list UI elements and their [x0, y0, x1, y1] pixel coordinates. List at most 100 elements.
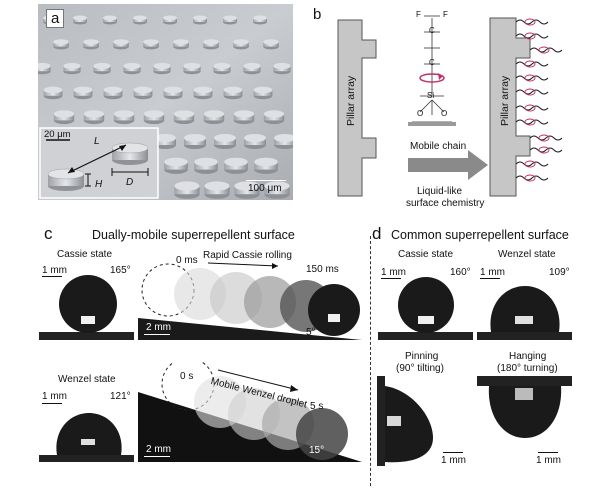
c-rolling-tilt: 5°: [306, 327, 316, 338]
dim-D-label: D: [126, 177, 134, 188]
c-mobile-t0: 0 s: [180, 371, 194, 382]
sem-pillar-top: [154, 134, 176, 142]
panel-divider: [370, 236, 371, 486]
dim-H-label: H: [95, 179, 103, 190]
sem-pillar-top: [133, 86, 153, 94]
c-mobile-image: [138, 362, 362, 462]
c-wenzel-image: [39, 387, 134, 462]
sem-pillar-top: [103, 15, 117, 21]
mobile-chain-line: [515, 75, 549, 81]
d-hanging-label-1: Hanging: [509, 351, 547, 362]
c-cassie-scale: 1 mm: [42, 265, 67, 276]
sem-pillar-top: [214, 134, 236, 142]
sem-pillar-top: [224, 157, 248, 167]
d-wenzel-angle: 109°: [549, 267, 570, 278]
sem-pillar-top: [243, 62, 261, 70]
mobile-chain-line: [515, 175, 549, 181]
c-wenzel-scale: 1 mm: [42, 391, 67, 402]
d-pinning-scale: 1 mm: [441, 455, 466, 466]
atom-C-1: C: [429, 26, 435, 35]
d-cassie-image: [378, 262, 473, 340]
d-wenzel-scale-bar: [480, 278, 500, 279]
chain-rotation-marker: [524, 160, 536, 168]
mobile-chain-line: [529, 135, 563, 141]
sem-pillar-top: [73, 86, 93, 94]
atom-O-2: O: [441, 109, 448, 118]
d-hanging-image: [477, 376, 572, 466]
sem-pillar-top: [153, 62, 171, 70]
panel-a-inset: [40, 128, 158, 198]
sem-pillar-top: [173, 39, 189, 45]
d-wenzel-label: Wenzel state: [498, 249, 556, 260]
chain-rotation-marker: [538, 146, 550, 154]
sem-pillar-top: [234, 181, 260, 191]
sem-pillar-top: [83, 110, 105, 118]
d-hanging-scale: 1 mm: [536, 455, 561, 466]
panel-a-scale-label: 100 μm: [248, 183, 282, 194]
c-rolling-scale-bar: [144, 334, 170, 335]
d-wenzel-scale: 1 mm: [480, 267, 505, 278]
inset-pillars: [46, 139, 149, 191]
sem-pillar-top: [184, 134, 206, 142]
panel-d-title: Common superrepellent surface: [391, 228, 569, 242]
sem-pillar-top: [63, 62, 81, 70]
sem-pillar-top: [163, 86, 183, 94]
sem-pillar-top: [133, 15, 147, 21]
sem-pillar-top: [203, 110, 225, 118]
panel-a-scale-bar: [246, 180, 286, 181]
right-pillar-label: Pillar array: [499, 75, 511, 126]
sem-pillar-top: [83, 39, 99, 45]
c-rolling-label: Rapid Cassie rolling: [203, 250, 292, 261]
d-cassie-angle: 160°: [450, 267, 471, 278]
sem-pillar-top: [103, 86, 123, 94]
mobile-chain-line: [515, 161, 549, 167]
mobile-chain-line: [515, 89, 549, 95]
c-rolling-scale: 2 mm: [146, 322, 171, 333]
atom-Si: Si: [427, 91, 435, 100]
mobile-chain-line: [515, 119, 549, 125]
sem-pillar-top: [194, 157, 218, 167]
sem-pillar-top: [163, 15, 177, 21]
c-wenzel-scale-bar: [42, 403, 62, 404]
c-cassie-label: Cassie state: [57, 249, 113, 260]
c-rolling-t0: 0 ms: [176, 255, 198, 266]
panel-b-letter: b: [313, 6, 322, 23]
sem-pillar-top: [254, 157, 278, 167]
sem-pillar-top: [113, 110, 135, 118]
sem-pillar-top: [274, 134, 293, 142]
mobile-chain-line: [515, 33, 549, 39]
chain-rotation-marker: [524, 104, 536, 112]
panel-c-letter: c: [44, 224, 53, 243]
chain-rotation-marker: [524, 74, 536, 82]
chain-rotation-marker: [524, 32, 536, 40]
arrow-text-1: Liquid-like: [417, 186, 463, 197]
chain-rotation-marker: [524, 60, 536, 68]
atom-F-1: F: [416, 10, 421, 19]
c-cassie-angle: 165°: [110, 265, 131, 276]
dim-L-label: L: [94, 136, 100, 147]
c-rolling-image: [138, 246, 362, 340]
arrow-text-2: surface chemistry: [406, 198, 485, 209]
sem-pillar-top: [43, 86, 63, 94]
sem-pillar-top: [93, 62, 111, 70]
mobile-chain-line: [529, 147, 563, 153]
sem-pillar-top: [183, 62, 201, 70]
panel-d-letter: d: [372, 224, 382, 243]
sem-pillar-top: [193, 15, 207, 21]
sem-pillar-top: [233, 39, 249, 45]
chain-rotation-marker: [524, 174, 536, 182]
mobile-chain-line: [529, 47, 563, 53]
chain-rotation-marker: [538, 134, 550, 142]
mobile-chain-line: [515, 61, 549, 67]
sem-pillar-top: [253, 15, 267, 21]
d-pinning-image: [377, 376, 472, 466]
c-mobile-scale: 2 mm: [146, 444, 171, 455]
left-pillar-label: Pillar array: [345, 75, 357, 126]
sem-pillar-top: [273, 62, 291, 70]
d-pinning-droplet: [377, 376, 472, 466]
atom-O-1: O: [417, 109, 424, 118]
sem-pillar-top: [143, 110, 165, 118]
sem-pillar-top: [213, 62, 231, 70]
d-cassie-scale: 1 mm: [381, 267, 406, 278]
d-pinning-scale-bar: [443, 452, 463, 453]
